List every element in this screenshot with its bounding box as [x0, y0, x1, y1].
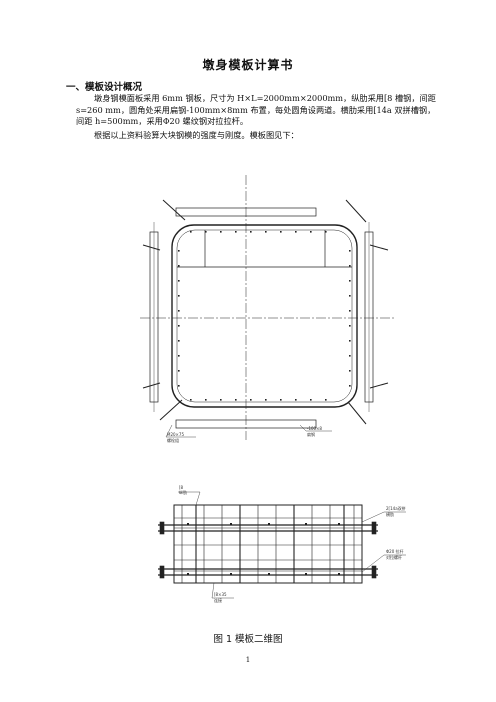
plan-left-label: M20×75 [167, 432, 184, 437]
elev-top-sublabel: 纵肋 [179, 489, 187, 495]
paragraph-verification-note: 根据以上资料验算大块钢模的强度与刚度。模板图见下： [94, 130, 299, 140]
plan-stiffener-marks [178, 231, 351, 401]
section-heading: 一、模板设计概况 [66, 82, 143, 93]
elev-right-sublabel-2: 对拉螺杆 [386, 554, 402, 560]
page-number: 1 [245, 656, 251, 664]
figure-caption: 图 1 模板二维图 [213, 634, 283, 645]
elev-right-label-1: 2[14a双拼 [386, 505, 406, 511]
elev-right-label-2: Φ20 拉杆 [386, 548, 404, 554]
paragraph-design-overview: 墩身钢模面板采用 6mm 钢板，尺寸为 H×L=2000mm×2000mm，纵肋… [76, 93, 436, 126]
elev-top-label: [8 [179, 485, 184, 490]
elev-bottom-label: [8×35 [214, 592, 227, 597]
elev-right-sublabel-1: 横肋 [386, 511, 394, 517]
elevation-bolt-marks [187, 523, 340, 575]
document-title: 墩身模板计算书 [202, 58, 294, 72]
plan-right-label: -100×8 [307, 426, 322, 431]
plan-left-sublabel: 螺栓组 [167, 437, 179, 443]
plan-view [140, 175, 395, 440]
elev-bottom-sublabel: 连接 [214, 597, 222, 603]
plan-right-sublabel: 扁钢 [307, 431, 315, 437]
elevation-view [158, 491, 406, 599]
